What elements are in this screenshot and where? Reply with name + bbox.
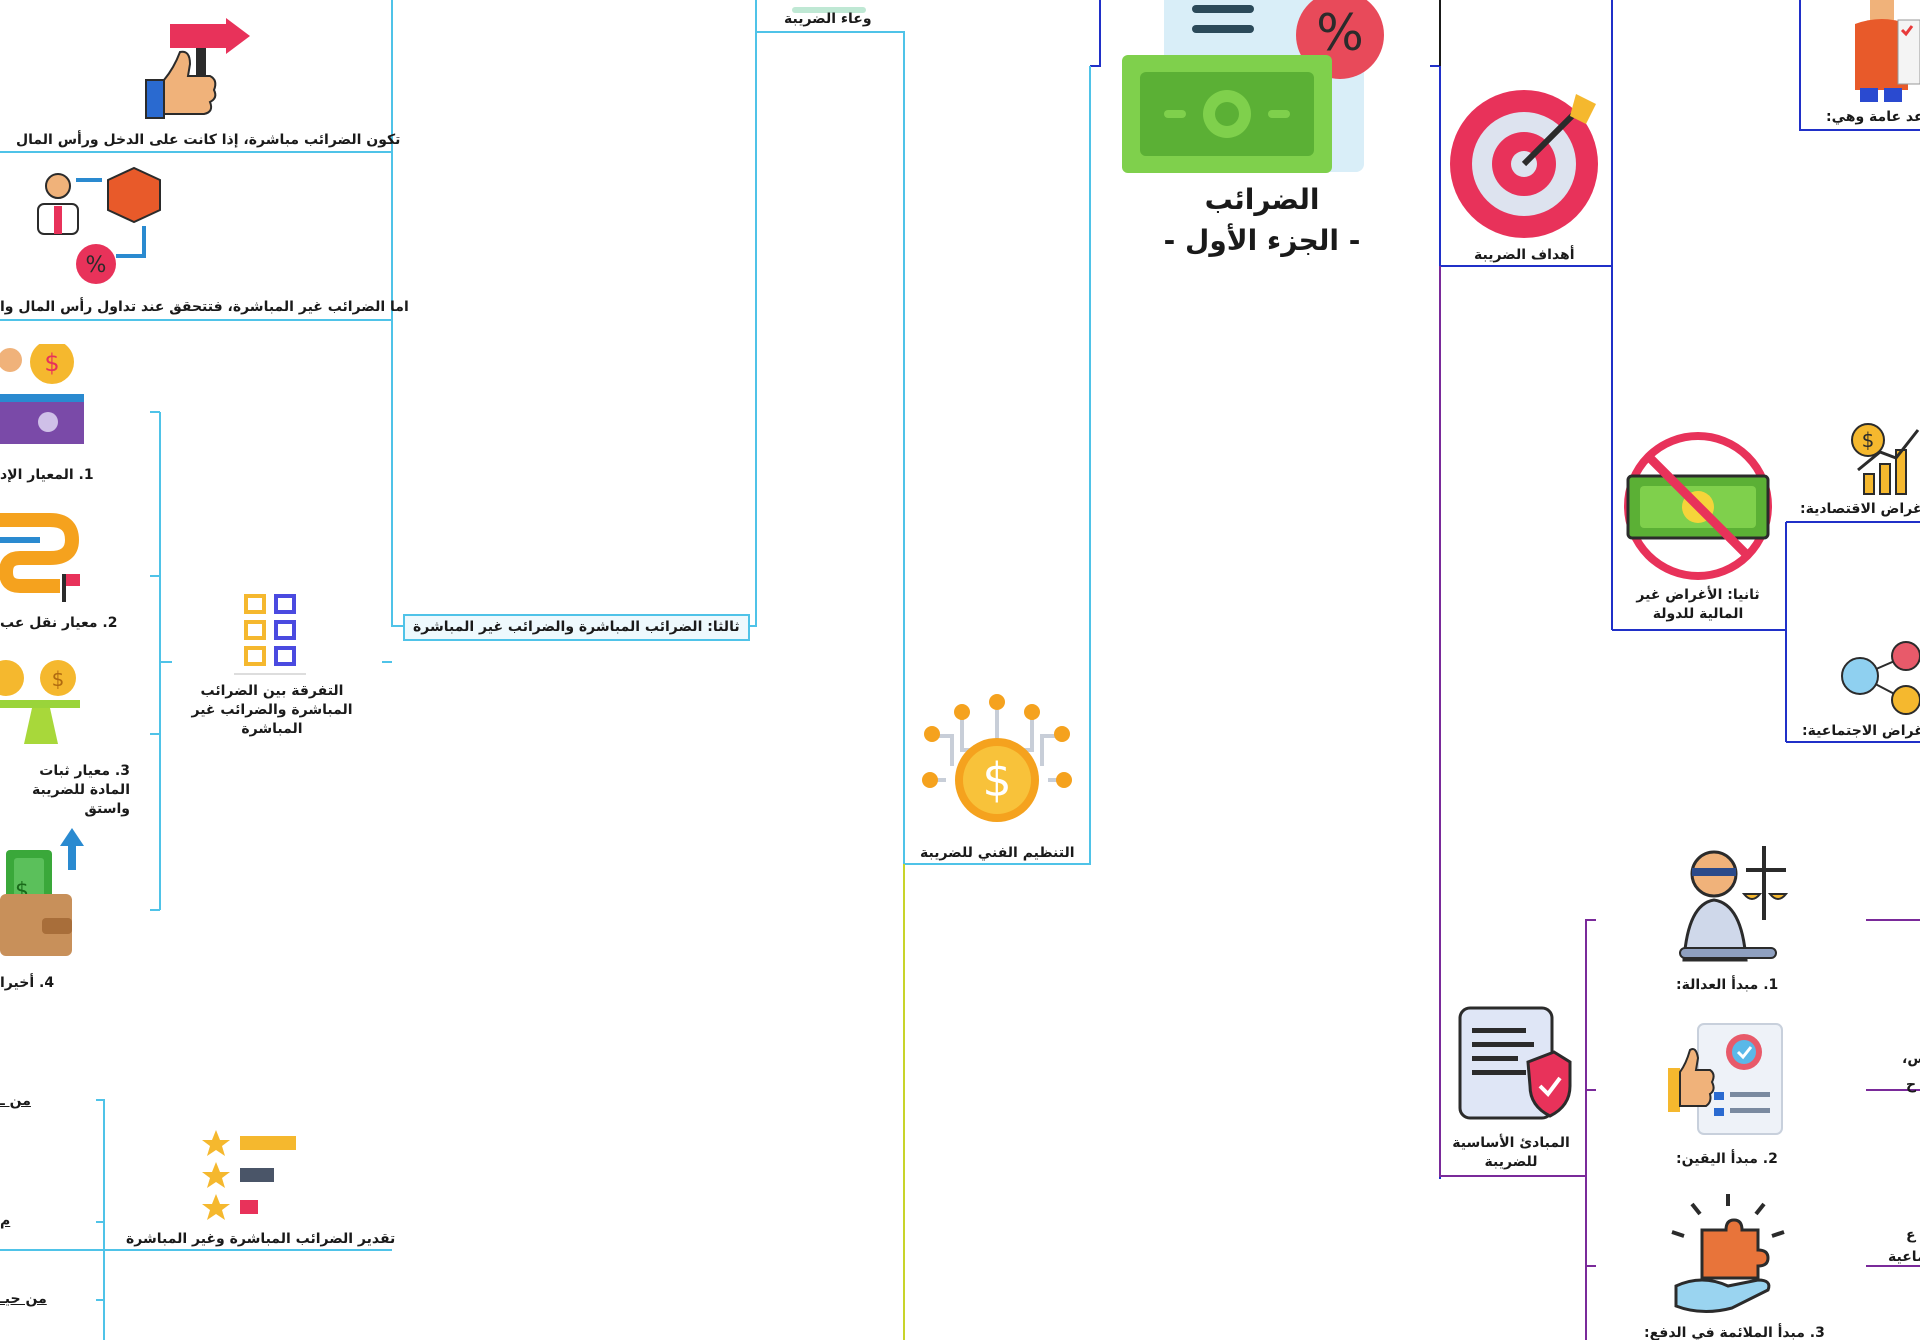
estimation-item-1[interactable]: من ـ: [0, 1093, 31, 1109]
indirect-tax-definition-label[interactable]: اما الضرائب غير المباشرة، فتتحقق عند تدا…: [0, 299, 409, 315]
goals-label[interactable]: أهداف الضريبة: [1474, 247, 1575, 263]
person-checklist-icon: [1850, 0, 1920, 104]
tax-document-money-icon: %: [1122, 0, 1402, 175]
svg-text:$: $: [982, 753, 1011, 807]
direct-tax-definition-label[interactable]: تكون الضرائب مباشرة، إذا كانت على الدخل …: [16, 132, 401, 148]
social-goals-label[interactable]: غراض الاجتماعية:: [1802, 723, 1920, 739]
admin-desk-icon: $: [0, 340, 86, 444]
principle-convenience-label[interactable]: 3. مبدأ الملائمة في الدفع:: [1644, 1325, 1825, 1340]
root-title-line1: الضرائب: [1204, 183, 1320, 216]
root-title: الضرائب - الجزء الأول -: [1092, 180, 1432, 261]
svg-text:$: $: [1862, 428, 1875, 452]
no-money-icon: [1622, 430, 1774, 582]
criterion-3-label[interactable]: 3. معيار ثبات المادة للضريبة واستق: [32, 763, 130, 817]
difference-label[interactable]: التفرقة بين الضرائب المباشرة والضرائب غي…: [191, 683, 353, 737]
estimation-item-2[interactable]: م: [0, 1213, 11, 1229]
general-rules-label[interactable]: عد عامة وهي:: [1826, 109, 1920, 125]
svg-text:$: $: [44, 349, 59, 377]
balance-coins-icon: $: [0, 652, 84, 748]
right-fragment-1: س،: [1902, 1051, 1920, 1067]
non-financial-goals-label[interactable]: ثانيا: الأغراض غير المالية للدولة: [1636, 587, 1760, 622]
third-direct-indirect-node[interactable]: ثالثا: الضرائب المباشرة والضرائب غير الم…: [403, 614, 750, 641]
justice-icon: [1664, 840, 1792, 968]
money-wallet-icon: $: [0, 828, 88, 960]
technical-organization-label[interactable]: التنظيم الفني للضريبة: [920, 845, 1075, 861]
svg-text:%: %: [1316, 4, 1364, 62]
certificate-thumbs-up-icon: [1664, 1020, 1788, 1136]
tax-base-label[interactable]: وعاء الضريبة: [784, 11, 872, 27]
economic-goals-label[interactable]: أغراض الاقتصادية:: [1800, 501, 1920, 517]
right-fragment-4: ماعية: [1888, 1249, 1920, 1265]
criterion-4-label[interactable]: 4. أخيرا: [0, 975, 55, 991]
right-fragment-2: ح: [1906, 1077, 1917, 1093]
principles-label[interactable]: المبادئ الأساسية للضريبة: [1452, 1135, 1570, 1170]
right-fragment-3: ع: [1906, 1227, 1916, 1243]
estimation-label[interactable]: تقدير الضرائب المباشرة وغير المباشرة: [126, 1231, 396, 1247]
building-blocks-icon: [234, 588, 306, 676]
dollar-network-icon: $: [922, 690, 1072, 830]
thumbs-up-arrow-icon: [140, 18, 252, 122]
criterion-2-label[interactable]: 2. معيار نقل عب: [0, 615, 118, 631]
transaction-tax-icon: %: [32, 164, 162, 288]
target-icon: [1446, 88, 1606, 240]
growth-chart-icon: $: [1850, 422, 1920, 496]
burden-transfer-icon: [0, 500, 80, 606]
svg-text:$: $: [52, 667, 65, 691]
principle-justice-label[interactable]: 1. مبدأ العدالة:: [1676, 977, 1779, 993]
principle-certainty-label[interactable]: 2. مبدأ اليقين:: [1676, 1151, 1778, 1167]
criterion-1-label[interactable]: 1. المعيار الإد: [0, 467, 94, 483]
root-title-line2: - الجزء الأول -: [1163, 223, 1361, 257]
hand-puzzle-icon: [1662, 1190, 1794, 1320]
estimation-item-3[interactable]: من حيـ: [0, 1291, 47, 1307]
svg-text:%: %: [86, 253, 107, 278]
policy-shield-icon: [1450, 1004, 1572, 1128]
social-network-icon: [1838, 636, 1920, 716]
rating-stars-icon: [202, 1128, 298, 1222]
center-node-icon: [788, 0, 870, 13]
